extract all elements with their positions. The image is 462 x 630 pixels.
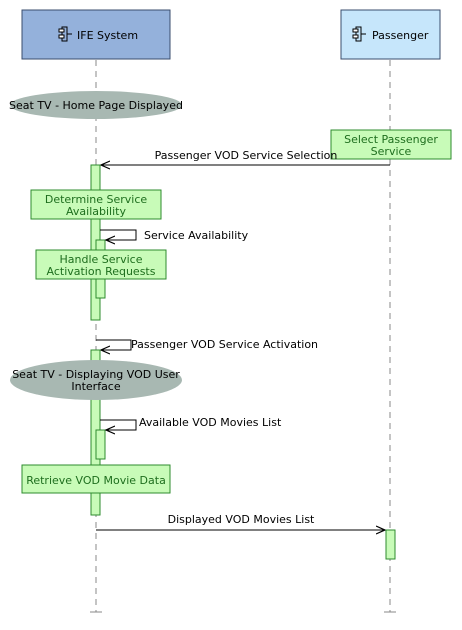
actor-ife-system[interactable]: IFE System: [21, 9, 171, 60]
actor-name: IFE System: [77, 29, 138, 42]
activation-bar-nested: [95, 429, 106, 460]
action-label-line: Activation Requests: [47, 265, 156, 278]
component-icon: [58, 26, 72, 42]
state-label-line: Seat TV - Displaying VOD User: [12, 368, 180, 381]
message-service-availability[interactable]: Service Availability: [100, 229, 249, 242]
action-label-line: Availability: [66, 205, 126, 218]
message-passenger-vod-service-selection[interactable]: Passenger VOD Service Selection: [101, 149, 390, 165]
state-label-line: Interface: [71, 380, 120, 393]
actor-name: Passenger: [372, 29, 429, 42]
action-label-line: Determine Service: [45, 193, 148, 206]
message-label: Passenger VOD Service Selection: [155, 149, 338, 162]
action-label-line: Service: [371, 145, 412, 158]
action-select-passenger-service[interactable]: Select Passenger Service: [330, 129, 452, 160]
state-label: Seat TV - Home Page Displayed: [9, 99, 183, 112]
message-label: Passenger VOD Service Activation: [131, 338, 318, 351]
activation-bar: [385, 529, 396, 560]
action-determine-service-availability[interactable]: Determine Service Availability: [30, 189, 162, 220]
message-displayed-vod-movies-list[interactable]: Displayed VOD Movies List: [96, 513, 385, 530]
action-label-line: Handle Service: [60, 253, 143, 266]
message-passenger-vod-service-activation[interactable]: Passenger VOD Service Activation: [96, 338, 318, 351]
state-home-page[interactable]: Seat TV - Home Page Displayed: [9, 91, 183, 119]
action-label: Retrieve VOD Movie Data: [26, 474, 166, 487]
action-handle-service-activation[interactable]: Handle Service Activation Requests: [35, 249, 167, 280]
message-available-vod-movies-list[interactable]: Available VOD Movies List: [100, 416, 282, 430]
component-icon: [352, 26, 366, 42]
action-retrieve-vod-movie-data[interactable]: Retrieve VOD Movie Data: [21, 464, 171, 494]
actor-passenger[interactable]: Passenger: [340, 9, 441, 60]
message-label: Service Availability: [144, 229, 249, 242]
state-vod-user-interface[interactable]: Seat TV - Displaying VOD User Interface: [10, 360, 182, 400]
action-label-line: Select Passenger: [344, 133, 438, 146]
message-label: Available VOD Movies List: [139, 416, 282, 429]
message-label: Displayed VOD Movies List: [168, 513, 315, 526]
